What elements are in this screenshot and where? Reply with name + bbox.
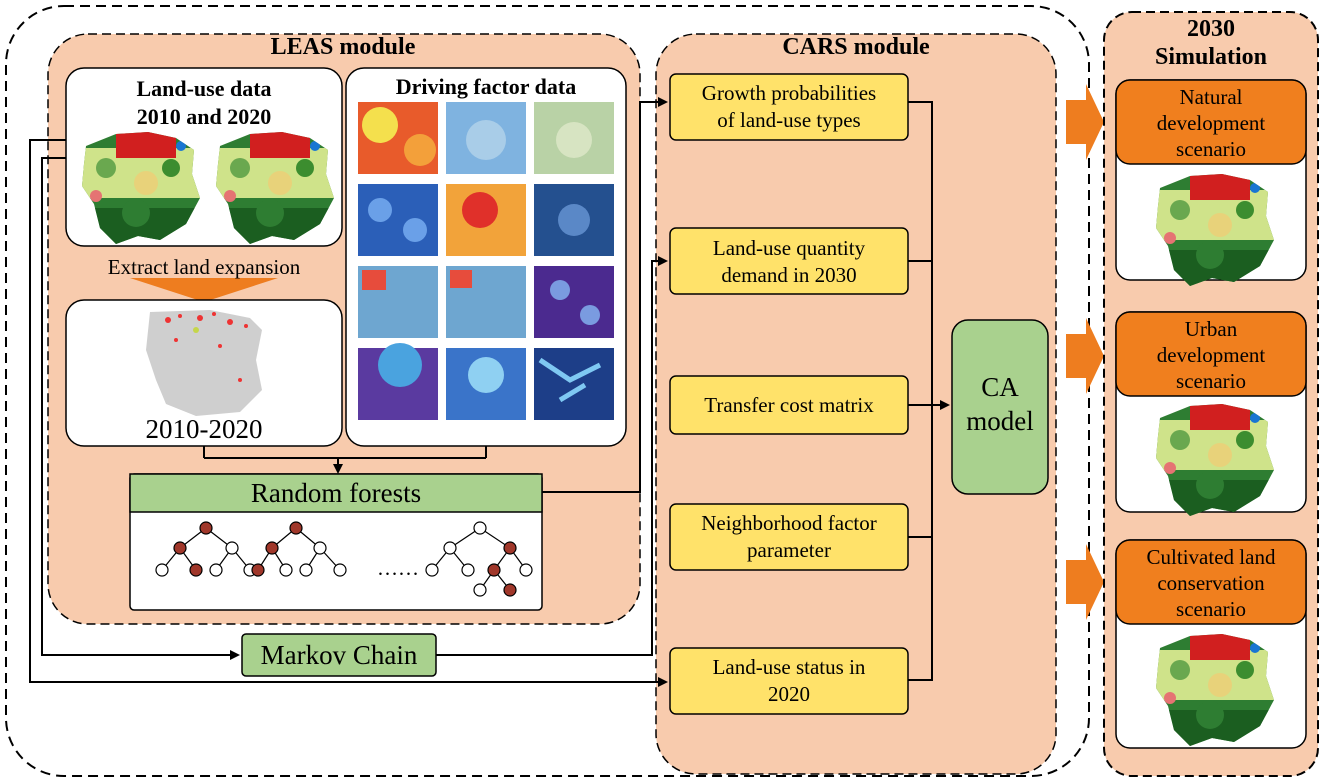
- driving-title: Driving factor data: [396, 74, 576, 99]
- natural-label-2: development: [1157, 111, 1266, 135]
- cars-box-growth: Growth probabilities of land-use types: [669, 73, 909, 141]
- simulation-arrows: [1066, 84, 1104, 620]
- extract-arrow: [130, 278, 278, 302]
- neighborhood-label-2: parameter: [747, 538, 831, 562]
- factor-map-grid: [358, 102, 614, 420]
- scenario-card-urban: Urban development scenario: [1115, 311, 1307, 520]
- decision-trees: [155, 521, 533, 597]
- natural-label-3: scenario: [1176, 137, 1246, 161]
- random-forests-header: [129, 473, 543, 513]
- trees-ellipsis: ……: [377, 556, 419, 580]
- markov-chain-label: Markov Chain: [261, 640, 418, 670]
- cars-box-status: Land-use status in 2020: [669, 647, 909, 715]
- expansion-label: 2010-2020: [146, 414, 263, 444]
- rf-to-growth-arrow: [542, 97, 668, 493]
- random-forests-label: Random forests: [251, 478, 421, 508]
- cars-title: CARS module: [782, 34, 930, 60]
- ca-model-label-1: CA: [981, 372, 1019, 402]
- quantity-label-2: demand in 2030: [721, 263, 856, 287]
- urban-label-2: development: [1157, 343, 1266, 367]
- cultivated-label-3: scenario: [1176, 597, 1246, 621]
- landuse-title-1: Land-use data: [136, 76, 271, 101]
- simulation-title-1: 2030: [1187, 16, 1235, 42]
- natural-label-1: Natural: [1180, 85, 1243, 109]
- status-label-2: 2020: [768, 682, 810, 706]
- expansion-map: [146, 310, 262, 416]
- scenario-card-natural: Natural development scenario: [1115, 79, 1307, 290]
- growth-label-2: of land-use types: [717, 108, 860, 132]
- transfer-label: Transfer cost matrix: [704, 393, 874, 417]
- landuse-feedback-lines: [29, 139, 668, 687]
- cultivated-label-1: Cultivated land: [1147, 545, 1276, 569]
- status-label-1: Land-use status in: [713, 655, 866, 679]
- leas-title: LEAS module: [271, 34, 416, 60]
- cars-box-neighborhood: Neighborhood factor parameter: [669, 503, 909, 571]
- urban-label-1: Urban: [1185, 317, 1238, 341]
- extract-label: Extract land expansion: [108, 255, 301, 279]
- urban-label-3: scenario: [1176, 369, 1246, 393]
- cars-connectors: [908, 101, 950, 681]
- neighborhood-label-1: Neighborhood factor: [701, 511, 877, 535]
- cars-box-transfer: Transfer cost matrix: [669, 375, 909, 435]
- growth-label-1: Growth probabilities: [702, 81, 876, 105]
- simulation-title-2: Simulation: [1155, 44, 1267, 70]
- markov-to-quantity-arrow: [436, 256, 668, 656]
- scenario-card-cultivated: Cultivated land conservation scenario: [1115, 539, 1307, 750]
- cars-box-quantity: Land-use quantity demand in 2030: [669, 227, 909, 295]
- landuse-title-2: 2010 and 2020: [137, 104, 271, 129]
- outer-frame: [5, 5, 1090, 777]
- ca-model-box: [951, 319, 1049, 495]
- ca-model-label-2: model: [966, 406, 1034, 436]
- quantity-label-1: Land-use quantity: [713, 236, 866, 260]
- cultivated-label-2: conservation: [1157, 571, 1265, 595]
